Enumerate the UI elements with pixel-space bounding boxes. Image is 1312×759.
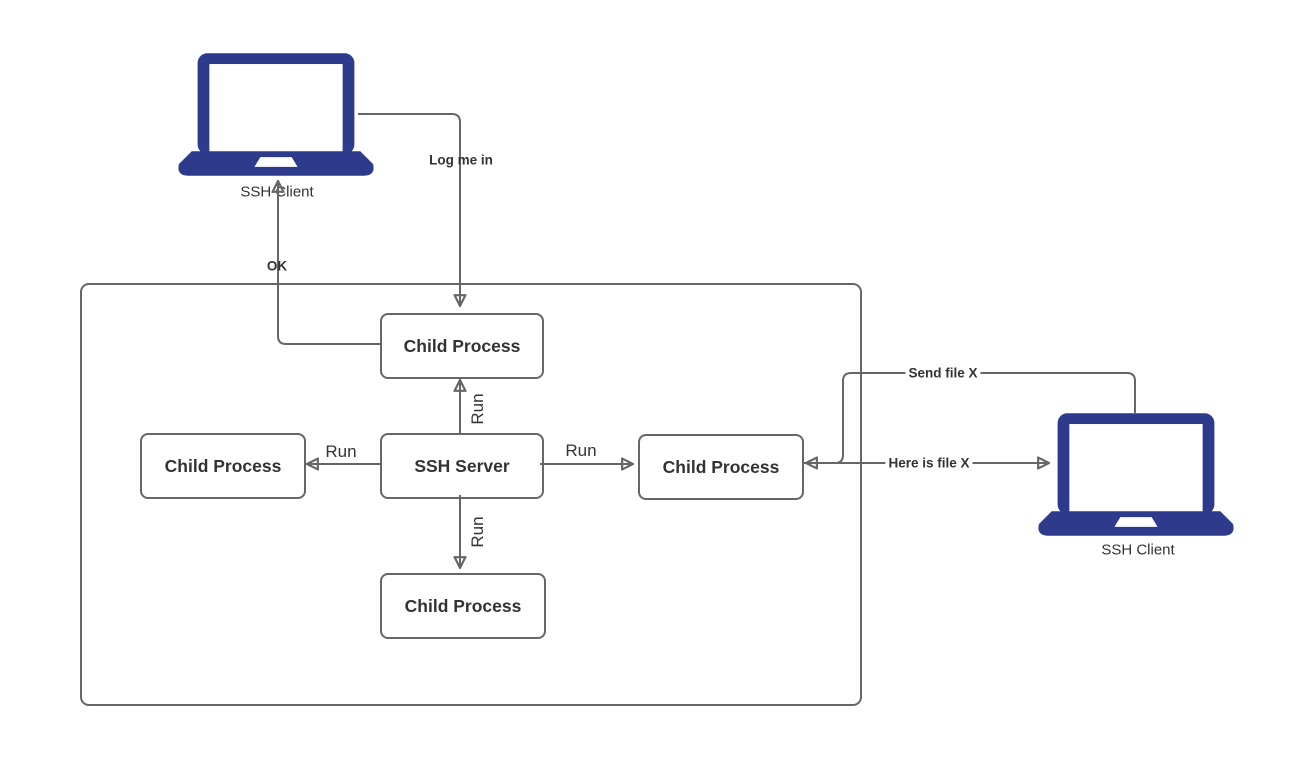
edge-label-here-is-file: Here is file X [885, 455, 973, 471]
edge-label-send-file: Send file X [905, 365, 981, 381]
laptop-icon [1038, 413, 1234, 536]
node-ssh-server: SSH Server [380, 433, 544, 499]
laptop-icon [178, 53, 374, 176]
edge-label-run-down: Run [468, 516, 487, 548]
server-boundary-container [80, 283, 862, 706]
node-child-process-right: Child Process [638, 434, 804, 500]
edge-label-ok: OK [266, 258, 288, 274]
edge-label-run-left: Run [325, 442, 357, 461]
edge-log-me-in [358, 113, 460, 306]
ssh-client-top [178, 53, 374, 176]
ssh-client-right-label: SSH Client [1101, 541, 1175, 559]
node-child-process-bottom: Child Process [380, 573, 546, 639]
node-child-process-left: Child Process [140, 433, 306, 499]
edge-label-log-me-in: Log me in [429, 152, 493, 168]
node-child-process-top: Child Process [380, 313, 544, 379]
edge-label-run-right: Run [565, 441, 597, 460]
edge-send-file [806, 372, 1136, 463]
edge-ok [278, 181, 380, 345]
ssh-client-right [1038, 413, 1234, 536]
edge-label-run-up: Run [468, 393, 487, 425]
